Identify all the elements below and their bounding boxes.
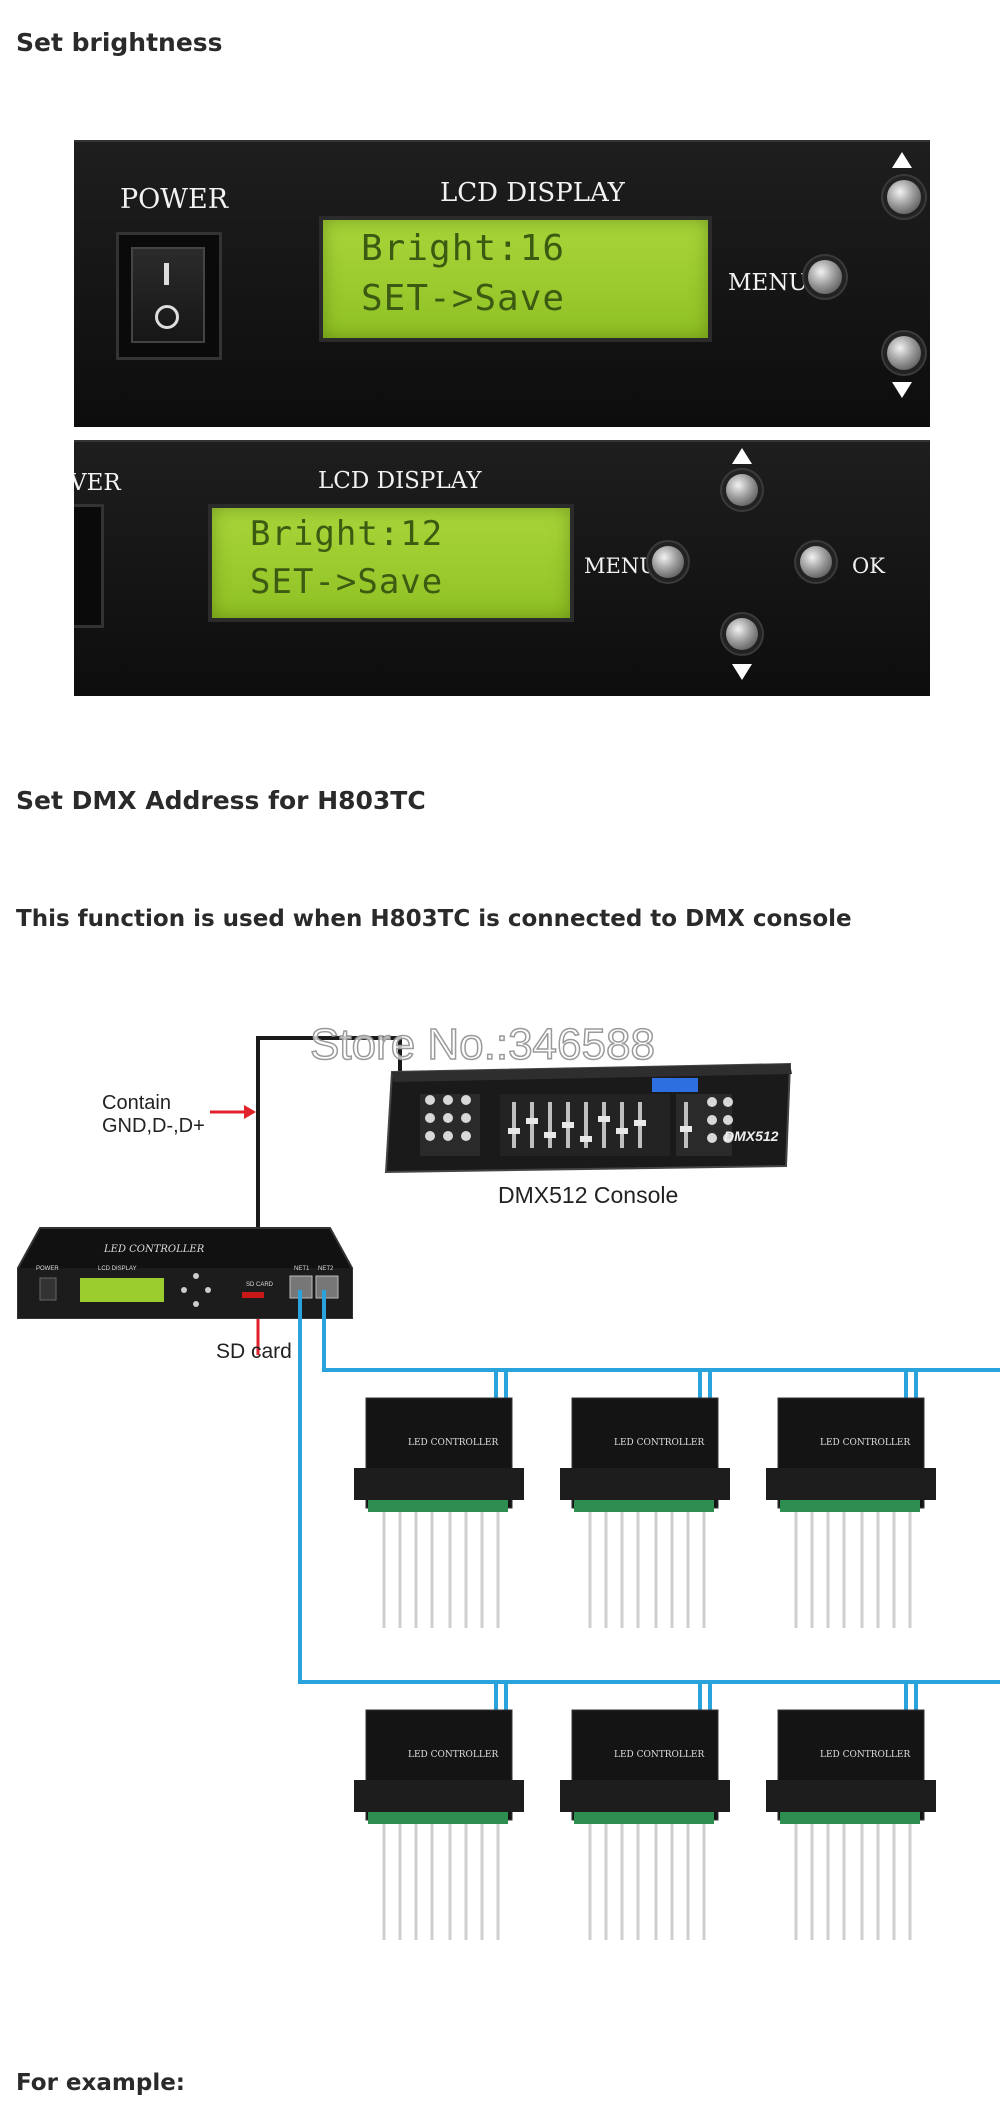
receiver-label-6: LED CONTROLLER [820, 1750, 911, 1760]
controller-title: LED CONTROLLER [104, 1244, 205, 1255]
lcd-screen: Bright:16 SET->Save [319, 216, 712, 342]
receiver-label-5: LED CONTROLLER [614, 1750, 705, 1760]
dmx-connection-diagram [17, 1036, 1000, 1940]
lcd-line-1: Bright:12 [250, 514, 444, 554]
lcd-line-1: Bright:16 [361, 228, 566, 269]
console-brand: DMX512 [724, 1128, 779, 1144]
receiver-unit-1 [354, 1397, 524, 1628]
contain-arrow-head [244, 1105, 256, 1119]
network-cables [298, 1290, 1000, 1714]
section-subheading-dmx: This function is used when H803TC is con… [16, 906, 852, 932]
lcd-line-2: SET->Save [361, 278, 566, 319]
down-button[interactable] [726, 618, 758, 650]
up-arrow-icon [892, 152, 912, 168]
ok-label: OK [852, 554, 885, 578]
controller-front-panel-1: POWER LCD DISPLAY Bright:16 SET->Save ME… [74, 140, 930, 427]
off-mark [155, 305, 179, 329]
controller-lcd-label: LCD DISPLAY [98, 1266, 137, 1272]
menu-button[interactable] [652, 546, 684, 578]
power-label: POWER [120, 184, 229, 215]
store-watermark: Store No.:346588 [309, 1019, 655, 1070]
up-arrow-icon [732, 448, 752, 464]
controller-net1-label: NET1 [294, 1266, 310, 1272]
receiver-label-3: LED CONTROLLER [820, 1438, 911, 1448]
lcd-screen: Bright:12 SET->Save [208, 504, 574, 622]
receiver-label-1: LED CONTROLLER [408, 1438, 499, 1448]
dmx-cable [256, 1036, 402, 1228]
controller-sd-label: SD CARD [246, 1282, 274, 1288]
on-mark [164, 263, 169, 285]
ok-button[interactable] [800, 546, 832, 578]
controller-power-label: POWER [36, 1266, 59, 1272]
lcd-display-title: LCD DISPLAY [318, 468, 482, 494]
power-label-partial: VER [74, 470, 121, 496]
down-arrow-icon [732, 664, 752, 680]
receiver-unit-3 [766, 1397, 936, 1628]
receiver-label-2: LED CONTROLLER [614, 1438, 705, 1448]
menu-label: MENU [728, 270, 808, 296]
lcd-line-2: SET->Save [250, 562, 444, 602]
receiver-label-4: LED CONTROLLER [408, 1750, 499, 1760]
lcd-display-title: LCD DISPLAY [440, 178, 625, 208]
controller-net2-label: NET2 [318, 1266, 334, 1272]
up-button[interactable] [887, 180, 921, 214]
power-rocker [131, 247, 205, 343]
h803tc-controller [17, 1227, 353, 1319]
section-heading-brightness: Set brightness [16, 28, 223, 57]
receiver-unit-2 [560, 1397, 730, 1628]
controller-front-panel-2: VER LCD DISPLAY Bright:12 SET->Save MENU… [74, 440, 930, 696]
receiver-unit-5 [560, 1709, 730, 1940]
menu-label: MENU [584, 554, 657, 578]
console-caption: DMX512 Console [498, 1182, 679, 1208]
contain-label: Contain GND,D-,D+ [102, 1092, 205, 1138]
contain-label-line2: GND,D-,D+ [102, 1115, 205, 1137]
down-arrow-icon [892, 382, 912, 398]
dmx512-console [384, 1062, 792, 1174]
receiver-unit-6 [766, 1709, 936, 1940]
sd-card-label: SD card [216, 1340, 292, 1363]
contain-label-line1: Contain [102, 1092, 171, 1114]
down-button[interactable] [887, 336, 921, 370]
menu-button[interactable] [808, 260, 842, 294]
section-heading-dmx: Set DMX Address for H803TC [16, 786, 426, 815]
up-button[interactable] [726, 474, 758, 506]
power-switch-partial[interactable] [74, 504, 104, 628]
section-heading-example: For example: [16, 2070, 185, 2096]
power-switch[interactable] [116, 232, 222, 360]
receiver-unit-4 [354, 1709, 524, 1940]
